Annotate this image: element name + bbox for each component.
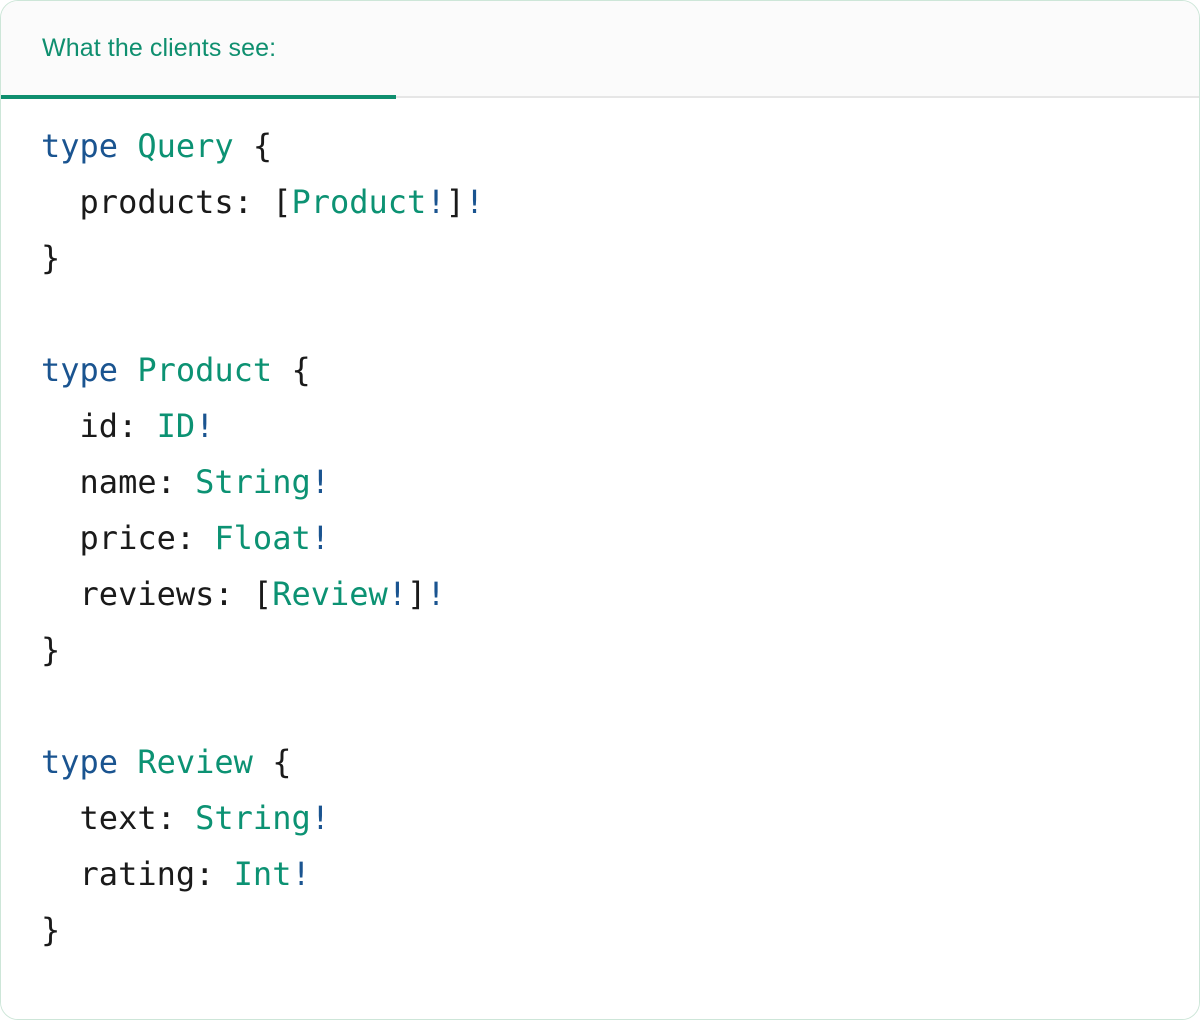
code-token-punc: {	[291, 351, 311, 389]
code-token-punc: {	[252, 127, 273, 165]
code-token-kw: !	[387, 575, 408, 613]
code-token-type: String	[195, 799, 311, 837]
code-line-blank	[41, 678, 1199, 734]
code-token-plain	[137, 407, 156, 445]
code-token-kw: !	[310, 463, 330, 501]
code-token-name: reviews:	[79, 575, 234, 613]
code-token-punc: ]	[445, 183, 465, 221]
code-token-plain	[195, 519, 214, 557]
code-token-type: Review	[272, 575, 388, 613]
tab-bar: What the clients see:	[1, 1, 1199, 99]
code-line: price: Float!	[41, 510, 1199, 566]
code-token-kw: type	[41, 743, 119, 781]
code-line: reviews: [Review!]!	[41, 566, 1199, 622]
code-line: }	[41, 622, 1199, 678]
code-line: type Review {	[41, 734, 1199, 790]
code-token-plain	[214, 855, 233, 893]
code-line: }	[41, 902, 1199, 958]
code-token-type: ID	[156, 407, 196, 445]
code-token-plain	[176, 463, 195, 501]
code-line: }	[41, 230, 1199, 286]
code-token-name: text:	[79, 799, 176, 837]
code-panel: type Query { products: [Product!]!} type…	[1, 98, 1199, 1019]
tab-label: What the clients see:	[42, 33, 277, 62]
code-token-plain	[234, 127, 253, 165]
code-token-type: Product	[137, 351, 273, 389]
code-token-name: price:	[79, 519, 196, 557]
code-token-punc: }	[41, 911, 61, 949]
code-token-plain	[272, 351, 291, 389]
code-token-plain	[253, 743, 272, 781]
code-token-kw: !	[464, 183, 485, 221]
code-token-name: rating:	[79, 855, 215, 893]
code-token-plain	[176, 799, 195, 837]
code-line: id: ID!	[41, 398, 1199, 454]
code-token-kw: !	[426, 183, 446, 221]
code-token-plain	[118, 127, 137, 165]
code-token-punc: }	[41, 631, 61, 669]
code-token-name: products:	[79, 183, 253, 221]
code-token-kw: !	[195, 407, 215, 445]
code-token-kw: !	[291, 855, 311, 893]
code-token-plain	[118, 351, 137, 389]
code-line: type Query {	[41, 118, 1199, 174]
code-line: text: String!	[41, 790, 1199, 846]
code-token-punc: {	[272, 743, 292, 781]
code-line: rating: Int!	[41, 846, 1199, 902]
code-line: products: [Product!]!	[41, 174, 1199, 230]
code-token-type: Int	[233, 855, 292, 893]
code-token-plain	[253, 183, 272, 221]
code-token-punc: [	[272, 183, 292, 221]
tab-what-the-clients-see[interactable]: What the clients see:	[1, 2, 396, 99]
code-token-punc: [	[252, 575, 273, 613]
code-token-punc: ]	[407, 575, 427, 613]
code-line-blank	[41, 286, 1199, 342]
code-token-type: Query	[137, 127, 234, 165]
graphql-schema-code: type Query { products: [Product!]!} type…	[41, 118, 1199, 958]
code-token-plain	[118, 743, 137, 781]
code-token-type: Product	[291, 183, 427, 221]
code-token-name: id:	[79, 407, 138, 445]
code-token-type: String	[195, 463, 311, 501]
code-token-kw: !	[310, 519, 330, 557]
code-token-name: name:	[79, 463, 176, 501]
code-line: type Product {	[41, 342, 1199, 398]
code-token-kw: type	[41, 127, 119, 165]
code-token-kw: type	[41, 351, 119, 389]
code-token-type: Float	[214, 519, 311, 557]
code-token-punc: }	[41, 239, 61, 277]
code-token-kw: !	[310, 799, 330, 837]
code-token-kw: !	[426, 575, 446, 613]
code-token-plain	[234, 575, 253, 613]
code-token-type: Review	[137, 743, 253, 781]
code-line: name: String!	[41, 454, 1199, 510]
